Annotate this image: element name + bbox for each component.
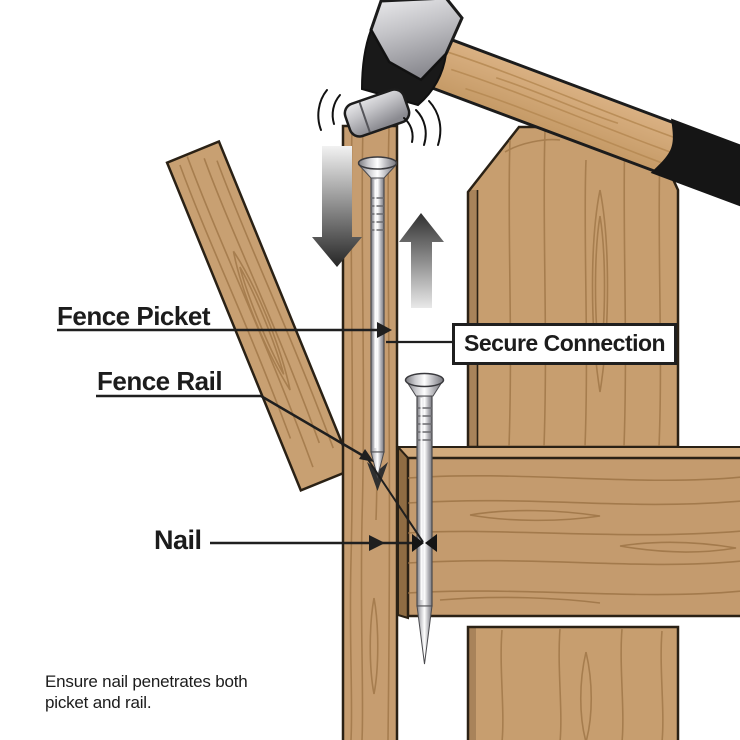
down-arrow-icon [312,146,362,267]
hammer-illustration [317,0,740,213]
lower-picket-board [466,625,680,740]
horizontal-rail-board [395,444,740,620]
impact-motion-arcs-icon [317,89,442,146]
dog-ear-picket-board [466,125,680,449]
nail-label: Nail [154,525,202,555]
secure-connection-callout: Secure Connection [452,323,678,365]
fence-rail-label: Fence Rail [97,366,223,396]
hammer-head [343,0,464,138]
caption-line-2: picket and rail. [45,693,152,712]
leader-lines [57,322,452,552]
fence-rail-board [165,139,355,493]
up-arrow-icon [399,213,444,308]
caption-text: Ensure nail penetrates both picket and r… [45,671,248,713]
caption-line-1: Ensure nail penetrates both [45,672,248,691]
primary-nail-illustration [357,156,398,491]
secondary-nail-illustration [404,372,445,665]
fence-picket-label: Fence Picket [57,301,210,331]
